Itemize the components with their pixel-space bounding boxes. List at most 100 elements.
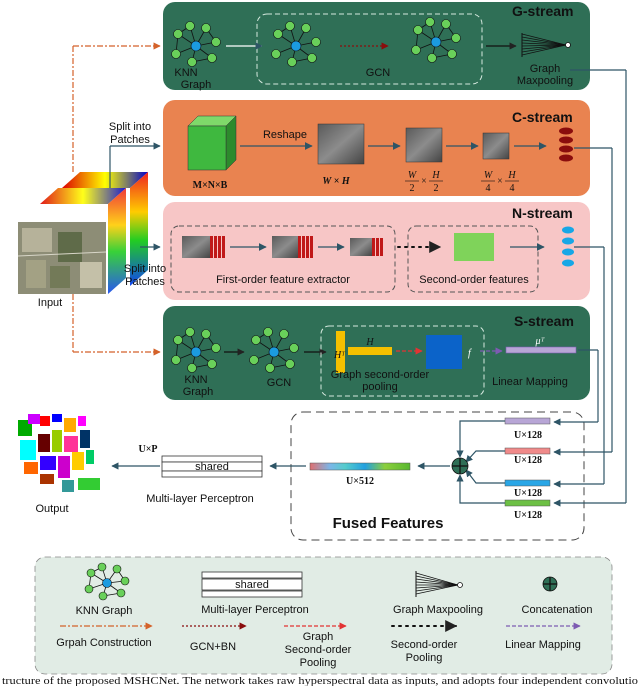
n-block-2 <box>272 236 313 258</box>
c-vector-128 <box>504 447 551 455</box>
n-to-concat <box>465 469 505 484</box>
figure-caption: tructure of the proposed MSHCNet. The ne… <box>2 675 639 686</box>
gcn-graph-icon-1 <box>271 21 321 67</box>
c-wh-label: W × H <box>322 176 350 187</box>
patch-cube <box>187 115 237 171</box>
mu-vector <box>505 346 577 354</box>
s-knn-label-2: Graph <box>183 386 214 398</box>
mlp-block: U×P shared Multi-layer Perceptron <box>111 444 263 505</box>
s-gcn-graph-icon <box>249 327 299 373</box>
legend-maxpool-label: Graph Maxpooling <box>393 604 483 616</box>
s-stream-title: S-stream <box>514 313 574 329</box>
c-split-label-2: Patches <box>110 134 150 146</box>
legend-mlp-shared: shared <box>235 579 269 591</box>
half-h: H <box>431 170 440 181</box>
g-stream-panel: G-stream KNN Graph GCN <box>163 2 590 91</box>
concat-icon <box>451 457 469 475</box>
g-vector-128 <box>504 499 551 507</box>
s-stream-panel: S-stream KNN Graph GCN Hᵀ H f Graph seco… <box>163 306 590 400</box>
c-quarter-dims: W 4 × H 4 <box>481 170 519 194</box>
s-gcn-label: GCN <box>267 377 292 389</box>
n-stream-panel: N-stream First-order feature extractor S… <box>163 202 590 300</box>
c-stream-panel: C-stream M×N×B Reshape W × H W 2 × H 2 W… <box>163 100 590 196</box>
pooled-matrix <box>426 335 462 369</box>
g-knn-label-1: KNN <box>174 67 197 79</box>
c-feature-map-1 <box>317 123 365 165</box>
c-stream-title: C-stream <box>512 109 573 125</box>
s-knn-label-1: KNN <box>184 374 207 386</box>
half-d1: 2 <box>410 183 415 194</box>
legend-knn-label: KNN Graph <box>76 605 133 617</box>
uxp-label: U×P <box>138 444 157 455</box>
quarter-d1: 4 <box>486 183 491 194</box>
legend-gsop-label-3: Pooling <box>300 657 337 669</box>
ht-bar <box>336 331 345 373</box>
f-label: f <box>468 348 472 359</box>
legend-concat-label: Concatenation <box>522 604 593 616</box>
input-connectors <box>72 42 161 356</box>
n-vector-128 <box>504 479 551 487</box>
g-maxpool-label-1: Graph <box>530 63 561 75</box>
input-label: Input <box>38 297 62 309</box>
ht-label: Hᵀ <box>333 350 346 361</box>
c-feature-map-2 <box>405 127 443 163</box>
c-feature-map-3 <box>482 132 510 160</box>
s-knn-graph-icon <box>171 327 221 373</box>
n-feature-vector <box>562 226 574 267</box>
cube-dims-label: M×N×B <box>193 180 228 191</box>
g-maxpool-label-2: Maxpooling <box>517 75 573 87</box>
output-classification-map <box>16 414 100 494</box>
fusion-section: Fused Features U×128 U×128 U×128 U×128 <box>269 69 627 541</box>
quarter-h: H <box>507 170 516 181</box>
legend-maxpool-icon <box>415 571 463 597</box>
mlp-label: Multi-layer Perceptron <box>146 493 254 505</box>
u128-label-2: U×128 <box>514 455 542 466</box>
mlp-shared-label: shared <box>195 461 229 473</box>
fused-features-title: Fused Features <box>333 515 444 532</box>
s-to-concat <box>456 420 505 458</box>
legend-mlp-layer-2 <box>201 578 303 591</box>
fused-features-box <box>290 411 585 541</box>
c-feature-vector <box>559 127 573 162</box>
mu-label: μᵀ <box>535 336 546 347</box>
reshape-label: Reshape <box>263 129 307 141</box>
second-order-label: Second-order features <box>419 274 529 286</box>
s-pool-label-2: pooling <box>362 381 397 393</box>
s-pooling-group <box>320 325 485 397</box>
g-knn-label-2: Graph <box>181 79 212 91</box>
half-d2: 2 <box>434 183 439 194</box>
u128-label-4: U×128 <box>514 510 542 521</box>
half-times: × <box>421 176 427 187</box>
second-order-group <box>407 225 539 293</box>
n-block-1 <box>182 236 225 258</box>
n-split-label-1: Split into <box>124 263 166 275</box>
c-to-concat <box>465 450 505 463</box>
s-linear-mapping-label: Linear Mapping <box>492 376 568 388</box>
half-w: W <box>408 170 418 181</box>
mlp-layer-3 <box>161 470 263 478</box>
legend-knn-graph-icon <box>84 562 130 601</box>
legend-gsop-label-1: Graph <box>303 631 334 643</box>
legend-gsop-label-2: Second-order <box>285 644 352 656</box>
u128-label-1: U×128 <box>514 430 542 441</box>
legend-panel: KNN Graph shared Multi-layer Perceptron … <box>34 556 613 675</box>
g-to-concat <box>456 474 505 504</box>
s-pool-label-1: Graph second-order <box>331 369 430 381</box>
legend-mlp-label: Multi-layer Perceptron <box>201 604 309 616</box>
n-second-order-map <box>454 233 494 261</box>
n-stream-title: N-stream <box>512 205 573 221</box>
legend-mlp-layer-3 <box>201 590 303 598</box>
first-order-group <box>170 225 396 293</box>
c-split-label-1: Split into <box>109 121 151 133</box>
legend-gcn-label: GCN+BN <box>190 641 236 653</box>
output-label: Output <box>35 503 68 515</box>
fused-vector-512 <box>309 462 411 471</box>
quarter-times: × <box>497 176 503 187</box>
knn-graph-icon <box>171 21 221 67</box>
legend-linear-mapping-label: Linear Mapping <box>505 639 581 651</box>
legend-sop-label-1: Second-order <box>391 639 458 651</box>
n-block-3 <box>350 238 383 256</box>
g-stream-title: G-stream <box>512 3 573 19</box>
